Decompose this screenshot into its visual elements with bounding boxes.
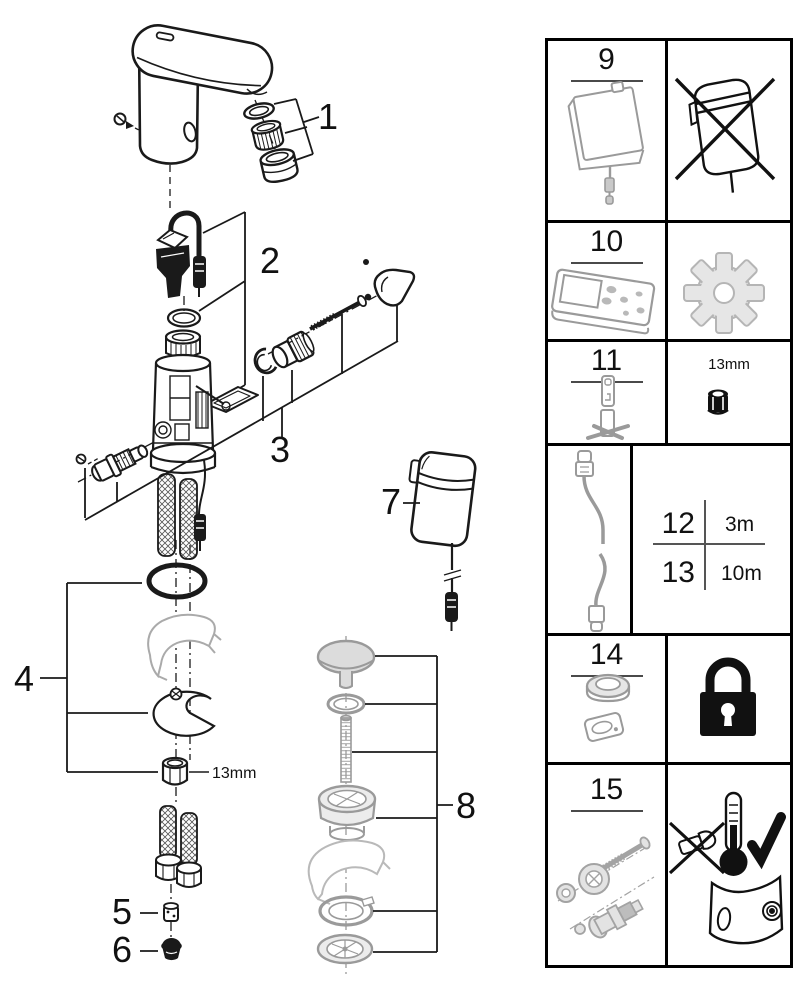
body-screw	[113, 112, 134, 129]
length-table-vertical-divider	[704, 500, 706, 590]
cell-15-note	[668, 765, 790, 965]
gear-icon	[683, 252, 765, 334]
sensor-window	[183, 121, 197, 143]
remote-control-icon	[551, 268, 656, 335]
handle-screw-rod	[309, 293, 372, 331]
callout-2-bracket	[198, 211, 246, 393]
callout-7: 7	[381, 481, 401, 522]
table-row-9: 9	[548, 41, 790, 223]
spout-slot	[155, 31, 175, 42]
valve-fitting-set-icon	[556, 836, 655, 939]
cell-15-item: 15	[548, 765, 668, 965]
o-ring-large	[146, 562, 208, 600]
extension-cable-icon	[575, 450, 607, 632]
cell-12-13-item	[548, 446, 633, 633]
part-5-filter: 5	[112, 891, 179, 932]
exploded-diagram: 1 2	[14, 24, 477, 975]
cell-9-item: 9	[548, 41, 668, 220]
sensor-trim-set-icon	[583, 673, 631, 742]
protective-shroud-icon	[708, 874, 784, 945]
part-number-12: 12	[661, 507, 695, 540]
temperature-lever	[363, 259, 416, 307]
callout-4-bracket	[40, 582, 158, 773]
part-8-waste-set: 8	[307, 639, 476, 965]
nut-13mm-diagram	[161, 756, 189, 786]
cell-14-note	[668, 636, 790, 762]
callout-8: 8	[456, 785, 476, 826]
battery-power-box-icon	[567, 80, 645, 205]
waste-wedge-gasket	[307, 839, 391, 905]
cell-9-note	[668, 41, 790, 220]
length-12: 3m	[725, 513, 755, 536]
cell-10-note	[668, 223, 790, 339]
part-number-13: 13	[661, 556, 695, 589]
callout-5: 5	[112, 891, 132, 932]
o-ring-small	[166, 308, 202, 328]
solenoid-cable	[168, 210, 202, 256]
nut-size-label: 13mm	[708, 356, 750, 373]
cartridge-knob	[271, 330, 315, 369]
callout-4: 4	[14, 658, 34, 699]
valve-screw	[75, 453, 87, 465]
parts-table: 9	[545, 38, 793, 968]
part-7-power-adapter: 7	[381, 451, 477, 631]
callout-3: 3	[270, 429, 290, 470]
cell-11-note: 13mm	[668, 342, 790, 443]
retaining-clip	[253, 347, 278, 375]
cell-10-item: 10	[548, 223, 668, 339]
hex-nut-icon	[707, 389, 729, 415]
part-number-15: 15	[570, 773, 643, 812]
table-row-11: 11 13mm	[548, 342, 790, 446]
faucet-body	[113, 24, 274, 165]
length-13: 10m	[721, 562, 762, 585]
callout-3-bracket	[84, 305, 399, 521]
length-table-horizontal-divider	[653, 543, 765, 545]
mains-adapter-prohibited-icon	[674, 77, 776, 193]
cell-14-item: 14	[548, 636, 668, 762]
supply-hose-left	[157, 473, 176, 557]
part-2-solenoid-valve: 2	[156, 210, 280, 413]
callout-1-bracket	[273, 98, 320, 162]
callout-1: 1	[318, 96, 338, 137]
callout-8-bracket	[352, 655, 453, 953]
callout-2: 2	[260, 240, 280, 281]
mounting-template	[205, 386, 259, 413]
table-row-10: 10	[548, 223, 790, 342]
part-number-10: 10	[570, 225, 643, 264]
table-row-14: 14	[548, 636, 790, 765]
nut-size-annotation: 13mm	[212, 765, 256, 782]
mounting-horseshoe	[152, 687, 216, 737]
cell-11-item: 11	[548, 342, 668, 443]
lower-hoses	[155, 805, 202, 888]
no-handle-prohibited-icon	[668, 821, 726, 875]
valve-housing	[149, 329, 231, 560]
callout-6: 6	[112, 929, 132, 970]
socket-wrench-icon	[586, 375, 630, 440]
part-4-fastening-set: 13mm 4	[14, 562, 256, 786]
base-gasket	[147, 613, 222, 681]
thermometer-ok-icon	[668, 791, 786, 945]
padlock-icon	[700, 657, 756, 736]
cell-12-13-lengths: 12 3m 13 10m	[633, 446, 790, 633]
part-3-handle-valve-set: 3	[75, 259, 416, 521]
cable-connector	[193, 256, 206, 288]
table-row-12-13: 12 3m 13 10m	[548, 446, 790, 636]
table-row-15: 15	[548, 765, 790, 965]
part-6-plug: 6	[112, 929, 182, 970]
part-1-aerator-assembly: 1	[243, 96, 338, 184]
part-number-9: 9	[570, 43, 643, 82]
solenoid-body	[156, 245, 190, 298]
